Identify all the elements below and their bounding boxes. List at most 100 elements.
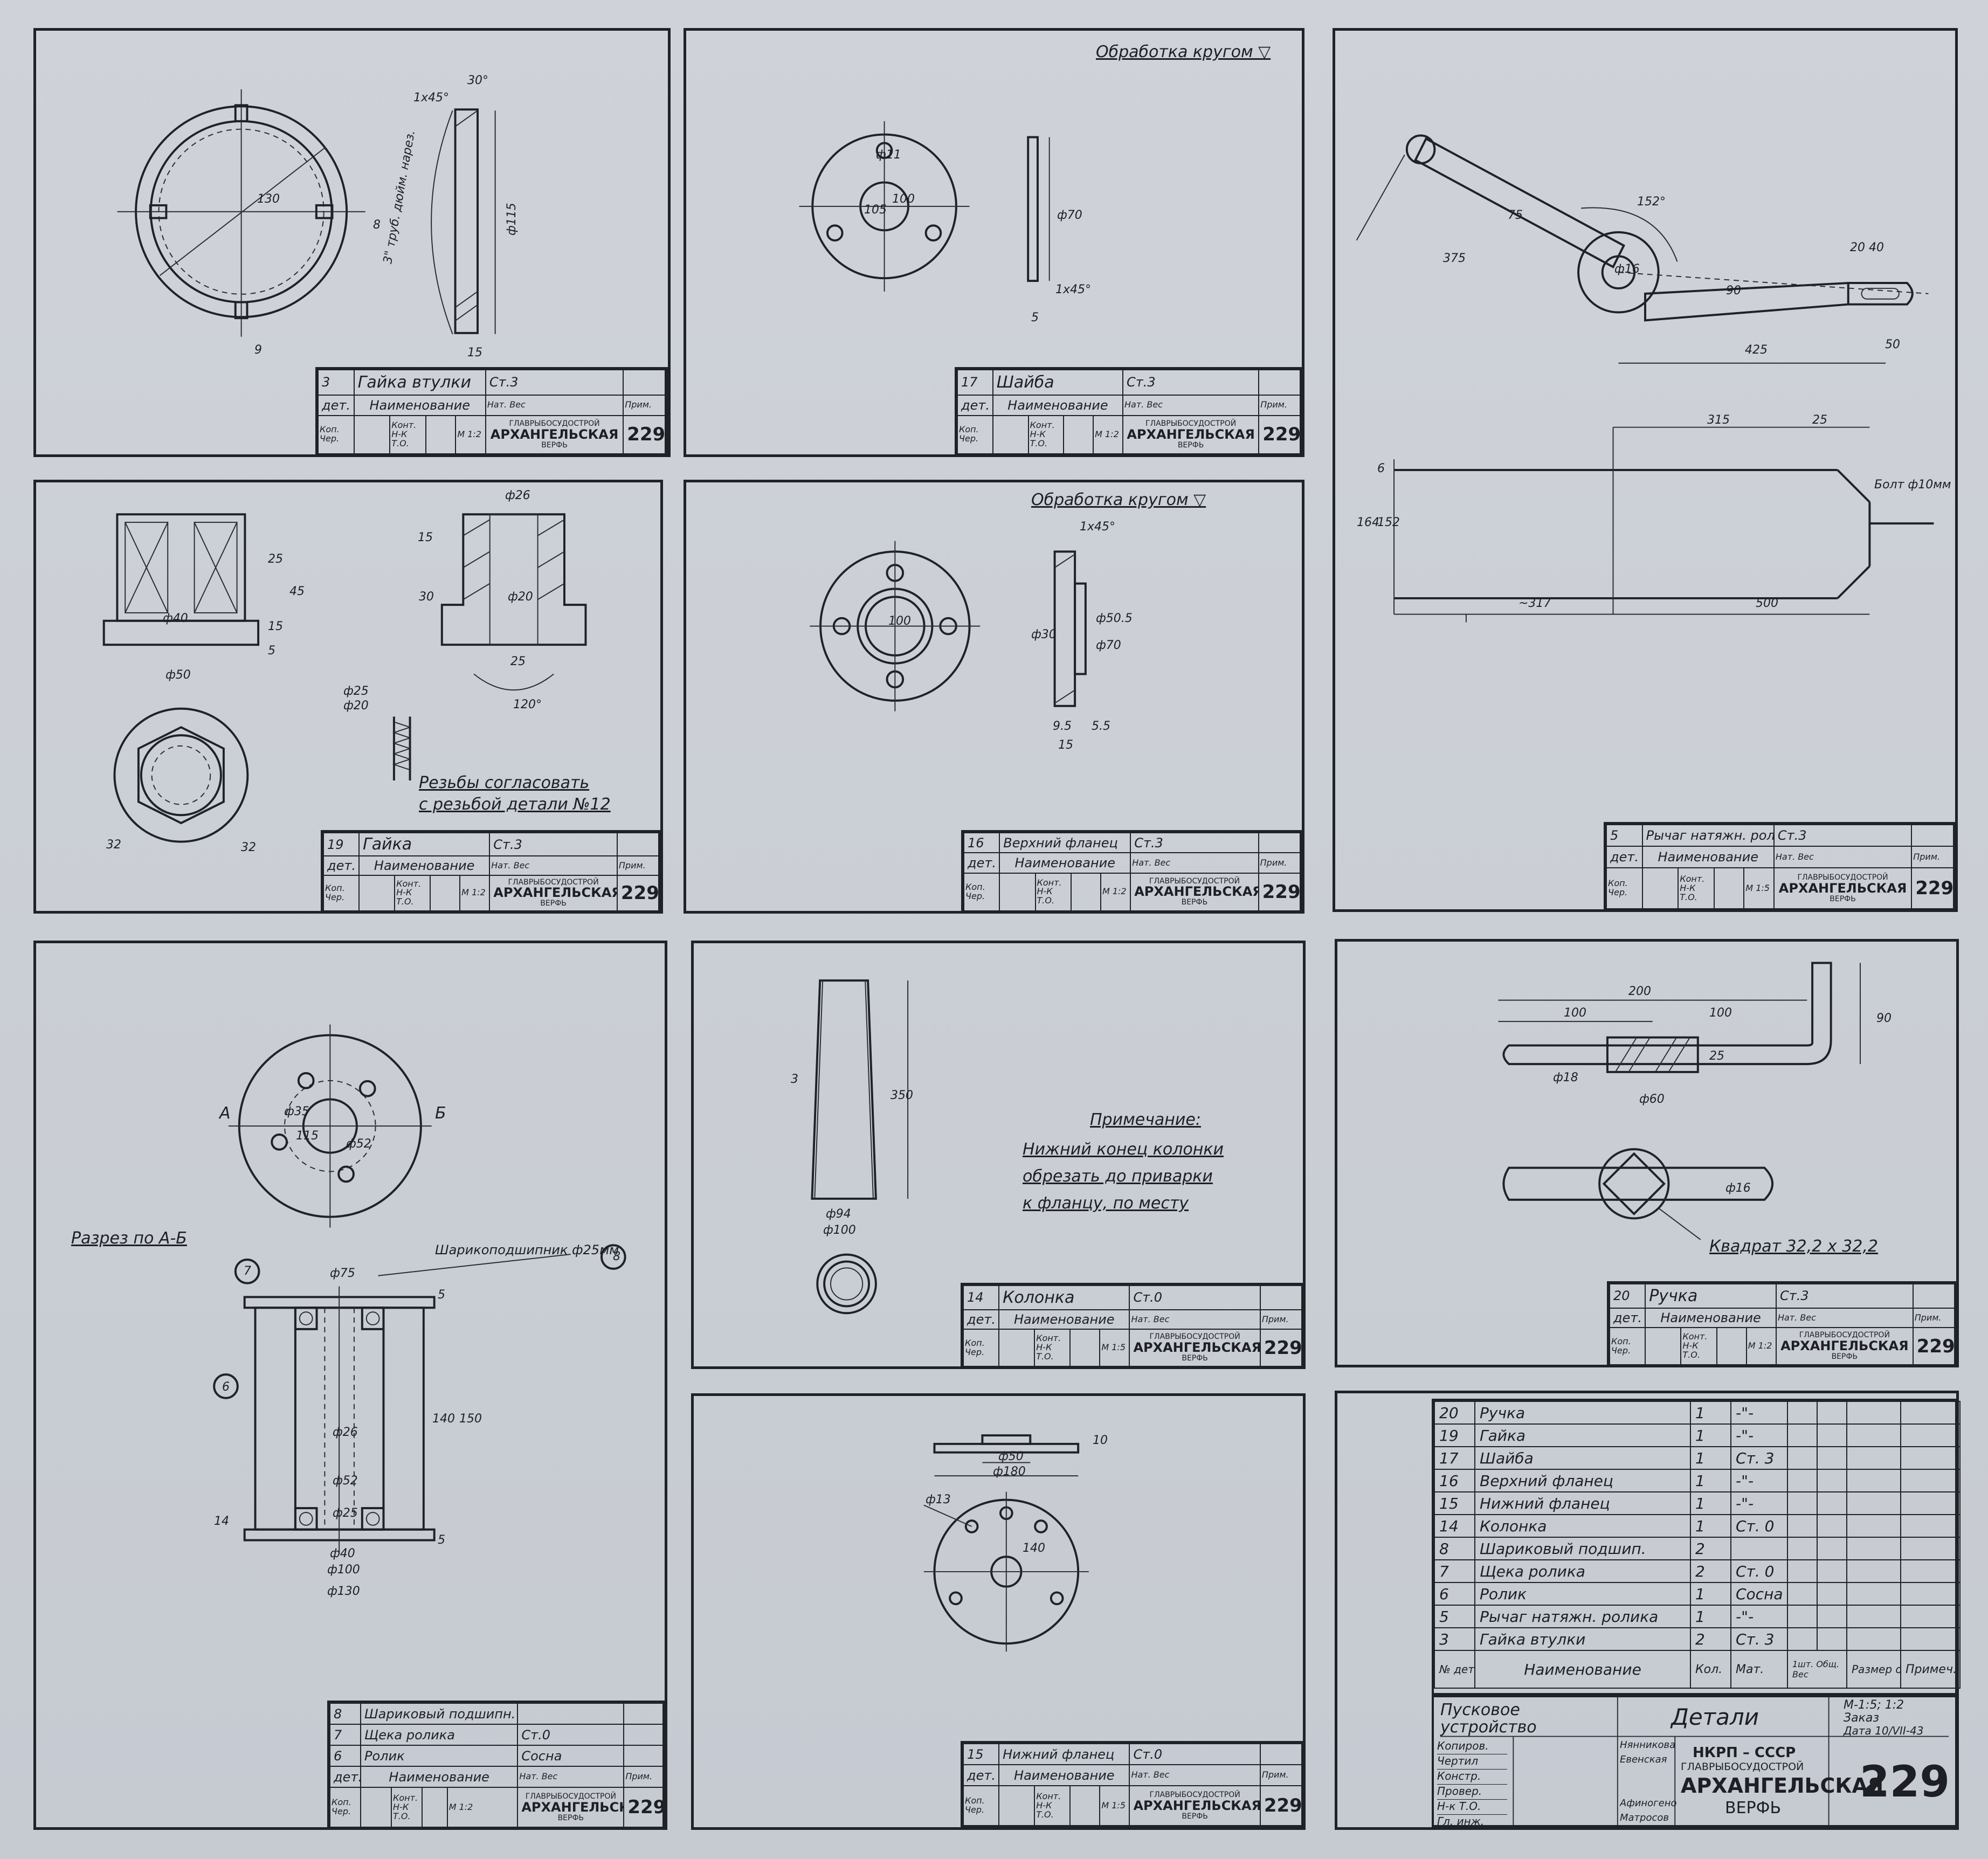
- dim-14: 14: [214, 1515, 229, 1528]
- dim-outer: ф115: [505, 203, 519, 236]
- parts-header-no: № дет.: [1434, 1650, 1475, 1689]
- tb-det-label: дет.: [962, 1309, 1000, 1330]
- note: [1900, 1401, 1961, 1425]
- dim-30: ф30: [1031, 628, 1057, 641]
- weight-1: [1787, 1401, 1818, 1425]
- tb-part-no: 17: [957, 369, 993, 396]
- tb-kop-ver: Коп.Чер.: [329, 1787, 362, 1828]
- part-qty: 1: [1690, 1605, 1731, 1628]
- part-qty: 1: [1690, 1582, 1731, 1606]
- dim-thread-20: ф20: [343, 699, 369, 713]
- tb-part-name: Верхний фланец: [999, 832, 1131, 854]
- part-no: 20: [1434, 1401, 1475, 1425]
- size: [1846, 1469, 1901, 1492]
- title-name: [1620, 1783, 1676, 1798]
- tb-prim-label: Прим.: [1259, 1764, 1303, 1787]
- tb-name-label: Наименование: [353, 394, 486, 416]
- tb-name-label: Наименование: [1645, 1307, 1777, 1329]
- weight-1: [1787, 1605, 1818, 1628]
- part-name: Ролик: [1474, 1582, 1691, 1606]
- part-material: Сосна: [1730, 1582, 1788, 1606]
- tb-nat-ves: Нат. Вес: [1129, 1764, 1261, 1787]
- note: [1900, 1582, 1961, 1606]
- dim-45: 45: [289, 585, 305, 598]
- weight-1: [1787, 1514, 1818, 1538]
- tb-kont: Конт.Н-К Т.О.: [1034, 1329, 1071, 1367]
- tb-kop-ver: Коп.Чер.: [1609, 1327, 1646, 1365]
- part-material: Ст. 0: [1730, 1559, 1788, 1583]
- tb-kont: Конт.Н-К Т.О.: [394, 874, 431, 912]
- tb-kop-ver: Коп.Чер.: [317, 414, 355, 455]
- part-qty: 1: [1690, 1401, 1731, 1425]
- tb-material: Ст.0: [1129, 1285, 1261, 1310]
- tb-material: Ст.3: [1775, 1283, 1914, 1309]
- dim-40: ф40: [330, 1547, 355, 1560]
- size: [1846, 1491, 1901, 1515]
- tb-nat-ves: Нат. Вес: [1130, 852, 1259, 874]
- dim-16: ф16: [1614, 262, 1640, 276]
- thread-note-1: Резьбы согласовать: [419, 773, 590, 792]
- dim-152deg: 152°: [1637, 195, 1666, 209]
- dim-angle: 30°: [467, 74, 488, 87]
- dim-26: ф26: [505, 489, 530, 502]
- size: [1846, 1446, 1901, 1470]
- drawing-part-17: [799, 121, 1050, 292]
- list-name: Ролик: [360, 1745, 519, 1767]
- part-material: -"-: [1730, 1401, 1788, 1425]
- drawing-roller: [213, 1024, 626, 1554]
- dim-70: ф70: [1096, 639, 1121, 652]
- dim-50: ф50: [998, 1450, 1024, 1463]
- dim-hole: ф11: [876, 148, 901, 162]
- part-name: Шайба: [1474, 1446, 1691, 1470]
- parts-header-mat: Мат.: [1730, 1650, 1788, 1689]
- tb-nat-ves: Нат. Вес: [1773, 846, 1913, 869]
- dim-20: ф20: [508, 590, 533, 604]
- dim-25: 25: [1709, 1049, 1724, 1063]
- tb-material: Ст.3: [1122, 369, 1260, 396]
- dim-350: 350: [891, 1089, 913, 1102]
- panel-part-5: 75 152° 375 ф16 20 40 90 425 50 315 25 Б…: [1333, 28, 1958, 912]
- callout-8: 8: [613, 1250, 620, 1263]
- part-name: Нижний фланец: [1474, 1491, 1691, 1515]
- part-name: Верхний фланец: [1474, 1469, 1691, 1492]
- part-no: 19: [1434, 1423, 1475, 1447]
- tb-scale: М 1:5: [1099, 1785, 1130, 1826]
- list-no: 7: [329, 1724, 362, 1746]
- dim-slot-depth: 8: [373, 218, 381, 232]
- part-name: Шариковый подшип.: [1474, 1537, 1691, 1560]
- tb-sheet-no: 229: [1258, 872, 1301, 912]
- title-name: [1620, 1768, 1676, 1783]
- tb-name-label: Наименование: [992, 394, 1124, 416]
- note: [1900, 1469, 1961, 1492]
- bolt-note: Болт ф10мм: [1874, 478, 1951, 492]
- note: [1900, 1605, 1961, 1628]
- tb-material: Ст.3: [485, 369, 624, 396]
- dim-20-40: 20 40: [1850, 241, 1884, 254]
- drawing-title: Детали: [1671, 1704, 1759, 1730]
- parts-header-weight: 1шт. Общ.Вес: [1787, 1650, 1847, 1689]
- tb-part-name: Гайка: [358, 832, 491, 857]
- dim-chamfer-17: 1х45°: [1055, 283, 1092, 296]
- title-block-3: 3 Гайка втулки Ст.3 дет. Наименование На…: [315, 367, 668, 457]
- dim-152: 152: [1377, 516, 1400, 529]
- tb-kop-ver: Коп.Чер.: [962, 1785, 1000, 1826]
- weight-1: [1787, 1491, 1818, 1515]
- tb-kont: Конт.Н-К Т.О.: [1678, 867, 1715, 909]
- tb-nat-ves: Нат. Вес: [517, 1766, 625, 1788]
- title-block-15: 15 Нижний фланец Ст.0 дет. Наименование …: [961, 1741, 1304, 1828]
- tb-kont: Конт.Н-К Т.О.: [1034, 1785, 1071, 1826]
- tb-part-no: 3: [317, 369, 355, 396]
- panel-part-3: 1х45° 30° 130 3" труб. дюйм. нарез. ф115…: [33, 28, 671, 457]
- title-block-17: 17 Шайба Ст.3 дет. Наименование Нат. Вес…: [955, 367, 1303, 457]
- main-sheet-no: 229: [1860, 1757, 1950, 1807]
